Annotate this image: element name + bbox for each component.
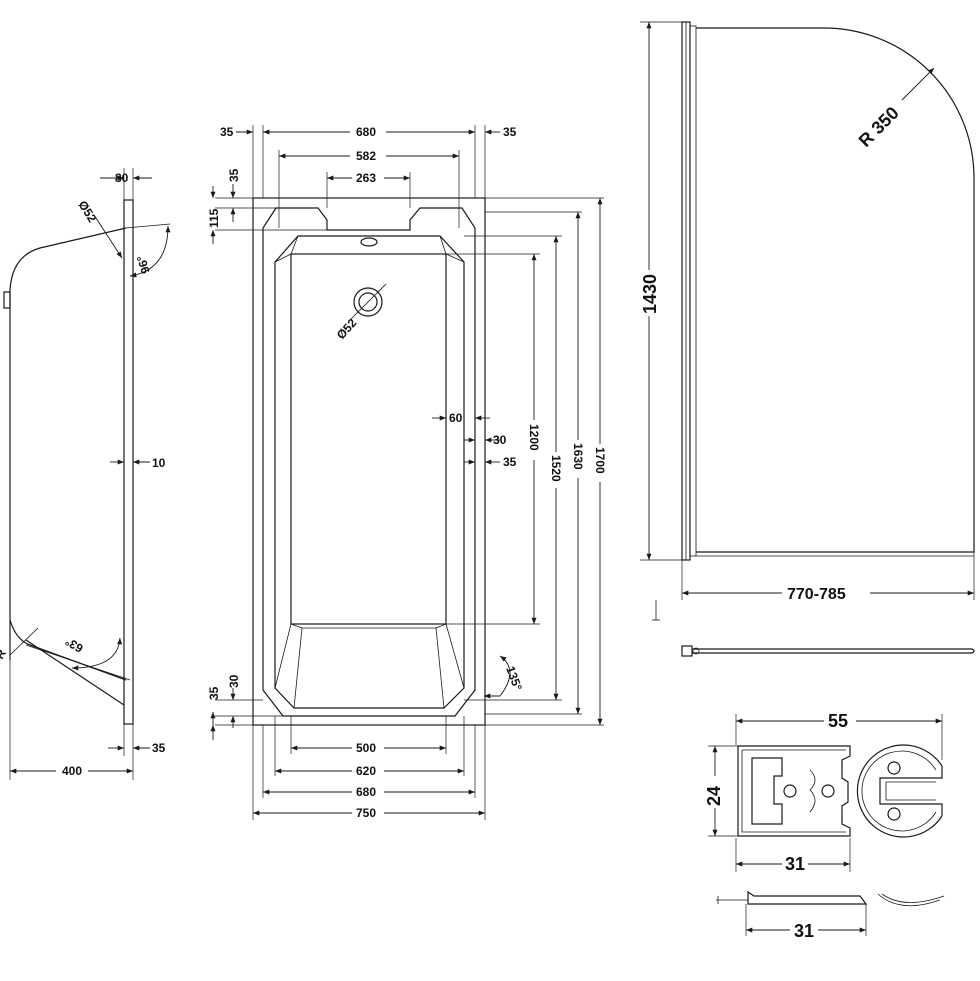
profile-width-31b-label: 31 (794, 921, 814, 941)
plan-top-ledge-label: 263 (356, 171, 376, 185)
screen-height-label: 1430 (640, 274, 660, 314)
profile-width-55-label: 55 (828, 711, 848, 731)
plan-len-1200-label: 1200 (527, 424, 541, 451)
plan-bottom-750-label: 750 (356, 806, 376, 820)
screen-radius-label: R 350 (855, 103, 903, 151)
plan-waste-outer-icon (353, 287, 383, 317)
side-depth-label: 400 (62, 764, 82, 778)
screen-top-glass (692, 648, 975, 654)
side-angle-top-label: 96° (134, 254, 153, 276)
profile-height-24-label: 24 (704, 786, 724, 806)
side-panel-wall (123, 199, 134, 725)
screen-glass-outline (696, 27, 975, 553)
profile-round-hinge (856, 744, 943, 838)
plan-right-ledge-label: 60 (449, 411, 463, 425)
profile-inner-channel (751, 757, 783, 825)
plan-right-inner-30-label: 30 (493, 433, 507, 447)
plan-top-overall-label: 680 (356, 125, 376, 139)
plan-basin-outline (274, 235, 465, 709)
side-foot-width-label: 35 (152, 741, 166, 755)
plan-top-right-rim-label: 35 (503, 125, 517, 139)
plan-right-rim-35-label: 35 (503, 455, 517, 469)
side-overflow-diameter-label: Ø52 (75, 198, 99, 225)
plan-waste-inner-icon (358, 292, 378, 312)
side-wall-thickness-label: 10 (152, 456, 166, 470)
side-radius-label: R (0, 647, 9, 662)
profile-body (737, 745, 851, 837)
plan-top-inner-label: 582 (356, 149, 376, 163)
plan-overflow-icon (360, 237, 378, 247)
profile-view: 55 24 31 (704, 711, 945, 941)
plan-waste-diameter-label: Ø52 (334, 316, 360, 342)
side-bath-outline (9, 227, 127, 660)
profile-bottom-strip (747, 890, 868, 905)
plan-len-1700-label: 1700 (593, 447, 607, 474)
screen-view: 1430 R 350 770-785 (640, 21, 975, 657)
plan-left-ledge-top-label: 115 (207, 208, 221, 228)
plan-top-left-rim-label: 35 (220, 125, 234, 139)
plan-bottom-680-label: 680 (356, 785, 376, 799)
side-overflow-stub (3, 291, 11, 309)
plan-left-rim-top-label: 35 (227, 168, 241, 182)
side-top-width-label: 80 (115, 171, 129, 185)
plan-bottom-620-label: 620 (356, 764, 376, 778)
screen-top-hinge (681, 645, 693, 657)
plan-basin-floor (290, 253, 447, 625)
plan-outer-rim (252, 197, 486, 726)
screen-width-label: 770-785 (787, 586, 846, 603)
plan-corner-angle-label: 135° (503, 664, 525, 692)
plan-bottom-500-label: 500 (356, 741, 376, 755)
plan-bottom-left-30-label: 30 (227, 674, 241, 688)
profile-width-31a-label: 31 (785, 854, 805, 874)
plan-len-1630-label: 1630 (571, 443, 585, 470)
plan-ledge-outline (262, 207, 476, 717)
side-angle-bottom-label: 63° (63, 634, 86, 655)
plan-len-1520-label: 1520 (549, 455, 563, 482)
side-view: 80 Ø52 96° 10 63° R 35 400 (0, 168, 171, 780)
plan-bottom-left-35-label: 35 (207, 686, 221, 700)
plan-view: Ø52 35 680 35 582 263 35 115 (207, 125, 607, 820)
